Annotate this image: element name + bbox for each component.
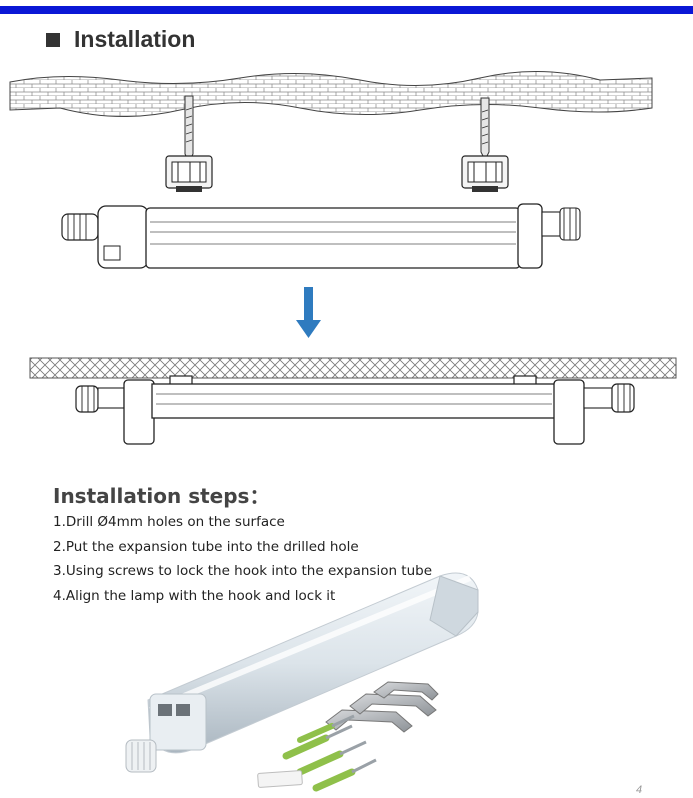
steps-title: Installation steps： xyxy=(53,484,270,508)
mounting-surface xyxy=(29,357,677,379)
section-heading: Installation xyxy=(46,26,195,53)
top-accent-bar xyxy=(0,6,693,14)
page-number: 4 xyxy=(636,784,643,796)
step-item-3: 3.Using screws to lock the hook into the… xyxy=(53,563,433,580)
mounting-brackets xyxy=(325,681,439,733)
page-title: Installation xyxy=(74,26,196,52)
product-illustration xyxy=(125,572,479,773)
mounting-screw-right xyxy=(480,97,490,162)
bullet-square-icon xyxy=(46,32,60,47)
step-item-1: 1.Drill Ø4mm holes on the surface xyxy=(53,514,285,530)
down-arrow-icon xyxy=(296,287,321,338)
screws-and-anchors xyxy=(257,714,377,792)
ceiling-wall xyxy=(9,71,653,117)
hook-clip-left xyxy=(165,155,213,192)
step-item-2: 2.Put the expansion tube into the drille… xyxy=(53,538,359,555)
mounting-screw-left xyxy=(184,95,194,164)
lamp-before-mounting xyxy=(61,203,581,269)
lamp-mounted xyxy=(75,375,635,445)
step-item-4: 4.Align the lamp with the hook and lock … xyxy=(53,588,336,605)
hook-clip-right xyxy=(461,155,509,192)
steps-list: 1.Drill Ø4mm holes on the surface 2.Put … xyxy=(53,512,432,611)
